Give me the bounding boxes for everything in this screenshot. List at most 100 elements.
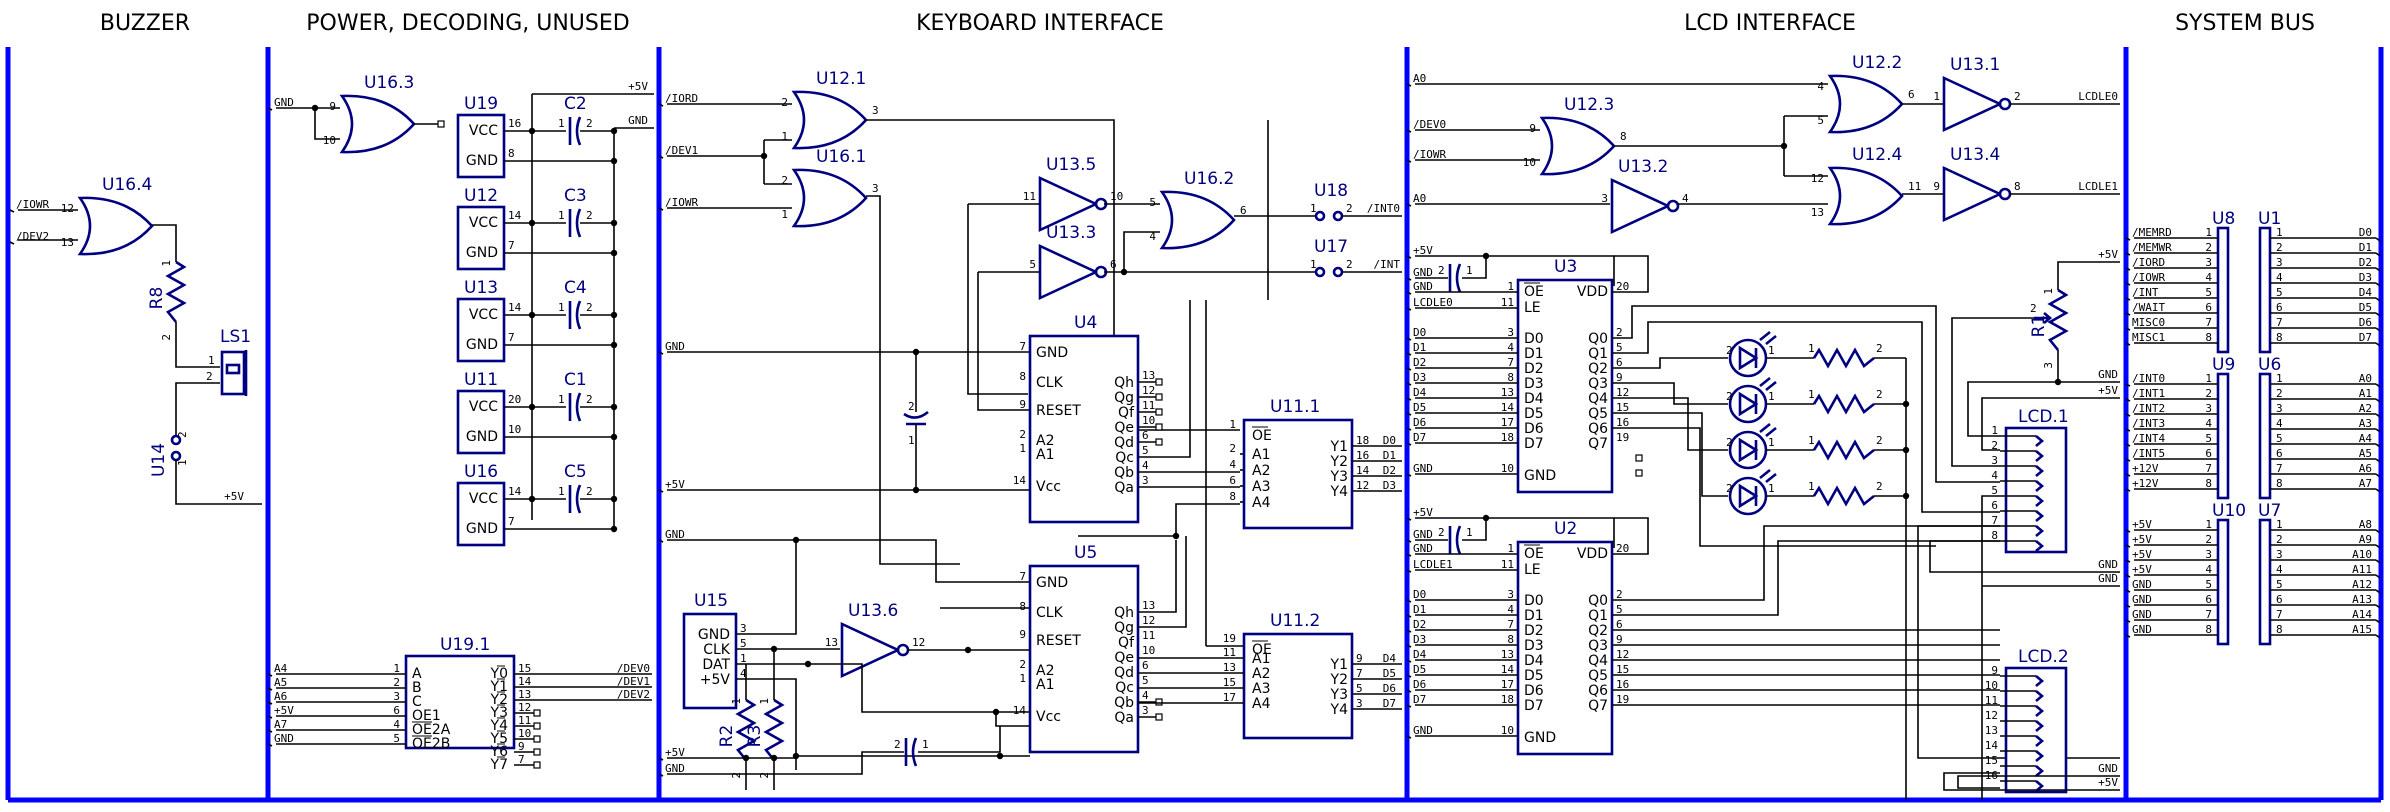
pin-number: 6 (1908, 88, 1915, 101)
pin-label: Q0 (1588, 593, 1608, 609)
bus-net-label: GND (2132, 623, 2152, 636)
net-label-data: D5 (1413, 663, 1426, 676)
pin-number: 3 (2205, 256, 2212, 269)
pin-number: 2 (758, 772, 771, 779)
net-tick (2125, 443, 2131, 447)
pin-number: 7 (2205, 462, 2212, 475)
wire (1138, 300, 1191, 458)
led-body (1728, 430, 1768, 470)
pin-label: Qe (1114, 420, 1134, 436)
or-gate-body (1159, 190, 1236, 250)
pin-number: 3 (1142, 704, 1149, 717)
net-tick (2375, 473, 2381, 478)
pin-number: 1 (393, 662, 400, 675)
wire (1138, 536, 1187, 628)
net-tick (2375, 398, 2381, 403)
pin-number: 14 (1501, 663, 1515, 676)
inversion-bubble (1998, 187, 2012, 201)
no-connect-marker (533, 748, 541, 756)
connector-contact (2035, 525, 2045, 537)
ic-u11 (456, 389, 506, 455)
pin-number: 1 (1310, 202, 1317, 215)
pin-number: 10 (1523, 156, 1536, 169)
net-tick (2125, 383, 2131, 387)
pin-number: 1 (1768, 436, 1775, 449)
resistor-zigzag (1812, 347, 1875, 369)
pin-number: 7 (2276, 462, 2283, 475)
pin-number: 17 (1223, 691, 1236, 704)
pin-label: Vcc (1036, 709, 1061, 725)
pin-number: 4 (1142, 459, 1149, 472)
pin-number: 1 (1466, 264, 1473, 277)
pin-number: 12 (912, 636, 925, 649)
pin-label: D2 (1524, 361, 1544, 377)
pin-number: 13 (1501, 648, 1514, 661)
net-label-dev2: /DEV2 (16, 230, 49, 243)
decoder-input-net: A6 (274, 690, 287, 703)
net-tick (2125, 458, 2131, 462)
net-label-data: D1 (1413, 341, 1426, 354)
gate-u12-1 (791, 90, 868, 150)
pin-label: Q7 (1588, 698, 1608, 714)
net-label-iowr: /IOWR (1413, 148, 1446, 161)
pin-number: 1 (2205, 518, 2212, 531)
led-diode (1738, 345, 1759, 371)
ic-ref: U2 (1554, 519, 1577, 539)
wire (1981, 495, 2000, 800)
pin-number: 1 (1229, 418, 1236, 431)
bus-net-label: A11 (2352, 563, 2372, 576)
no-connect-marker (1155, 378, 1163, 386)
resistor-zigzag (1812, 393, 1875, 415)
pin-number: 2 (1019, 658, 1026, 671)
pin-number: 13 (1811, 206, 1824, 219)
net-label-data: D0 (1383, 434, 1396, 447)
decoder-output-label: Y4 (490, 718, 509, 734)
pin-number: 11 (1985, 694, 1998, 707)
pin-number: 5 (2205, 578, 2212, 591)
gate-ref: U16.2 (1184, 169, 1234, 189)
bus-connector-u9 (2216, 372, 2230, 500)
pin-number: 12 (1811, 172, 1824, 185)
decoder-input-label: A (412, 666, 422, 682)
pin-number: 8 (2276, 331, 2283, 344)
pin-number: 10 (1501, 462, 1514, 475)
net-tick (2125, 342, 2131, 346)
wire (1612, 357, 1728, 369)
net-tick (267, 715, 273, 719)
wire (866, 195, 960, 565)
no-connect-marker (1155, 713, 1163, 721)
net-tick (1406, 277, 1412, 281)
bus-net-label: /INT5 (2132, 447, 2165, 460)
no-connect-marker (533, 761, 541, 769)
pin-number: 5 (1991, 484, 1998, 497)
pin-label: Q4 (1588, 653, 1608, 669)
pin-number: 16 (1616, 678, 1629, 691)
pin-number: 3 (740, 622, 747, 635)
pin-number: 7 (2205, 316, 2212, 329)
decoder-output-label: Y5 (490, 731, 508, 747)
resistor-ref: R2 (717, 725, 737, 748)
pin-label: A1 (1252, 447, 1270, 463)
pin-number: 4 (1817, 80, 1824, 93)
pin-number: 5 (740, 637, 747, 650)
pin-number: 8 (1507, 633, 1514, 646)
or-gate-body (339, 94, 416, 154)
net-label-5v: +5V (224, 490, 244, 503)
pin-number: 4 (1149, 230, 1156, 243)
pin-number: 3 (2042, 362, 2055, 369)
wire (1612, 525, 2000, 601)
pin-number: 9 (1019, 398, 1026, 411)
net-label-data: D4 (1383, 652, 1397, 665)
wire (1612, 321, 2000, 513)
pin-label: Qf (1118, 635, 1135, 651)
net-tick (2375, 312, 2381, 317)
ic-ref: U3 (1554, 257, 1577, 277)
pin-number: 6 (393, 704, 400, 717)
bus-net-label: A4 (2359, 432, 2373, 445)
junction-dot (610, 341, 618, 349)
pin-number: 1 (740, 652, 747, 665)
pin-number: 2 (2276, 387, 2283, 400)
gate-u12-2 (1827, 74, 1904, 134)
pin-number: 1 (1019, 442, 1026, 455)
pin-label: Vcc (1036, 479, 1061, 495)
